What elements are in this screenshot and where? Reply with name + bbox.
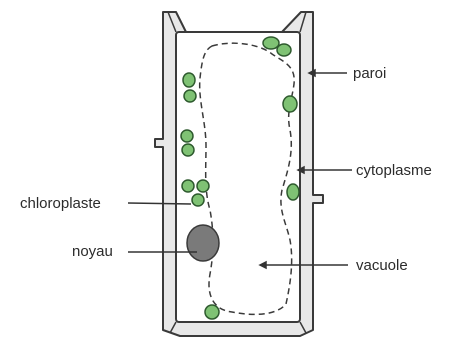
leader-chloroplast (128, 203, 191, 204)
label-vacuole: vacuole (356, 257, 408, 274)
chloroplast (263, 37, 279, 49)
nucleus (187, 225, 219, 261)
label-wall: paroi (353, 65, 386, 82)
chloroplast (277, 44, 291, 56)
chloroplast (182, 144, 194, 156)
chloroplast (192, 194, 204, 206)
chloroplast (183, 73, 195, 87)
chloroplast (184, 90, 196, 102)
label-cytoplasm: cytoplasme (356, 162, 432, 179)
cell-wall (155, 12, 323, 336)
chloroplast (181, 130, 193, 142)
chloroplast (283, 96, 297, 112)
label-nucleus: noyau (72, 243, 113, 260)
chloroplast (197, 180, 209, 192)
chloroplast (182, 180, 194, 192)
chloroplast (287, 184, 299, 200)
cell-interior (176, 32, 300, 322)
label-chloroplast: chloroplaste (20, 195, 101, 212)
chloroplast (205, 305, 219, 319)
